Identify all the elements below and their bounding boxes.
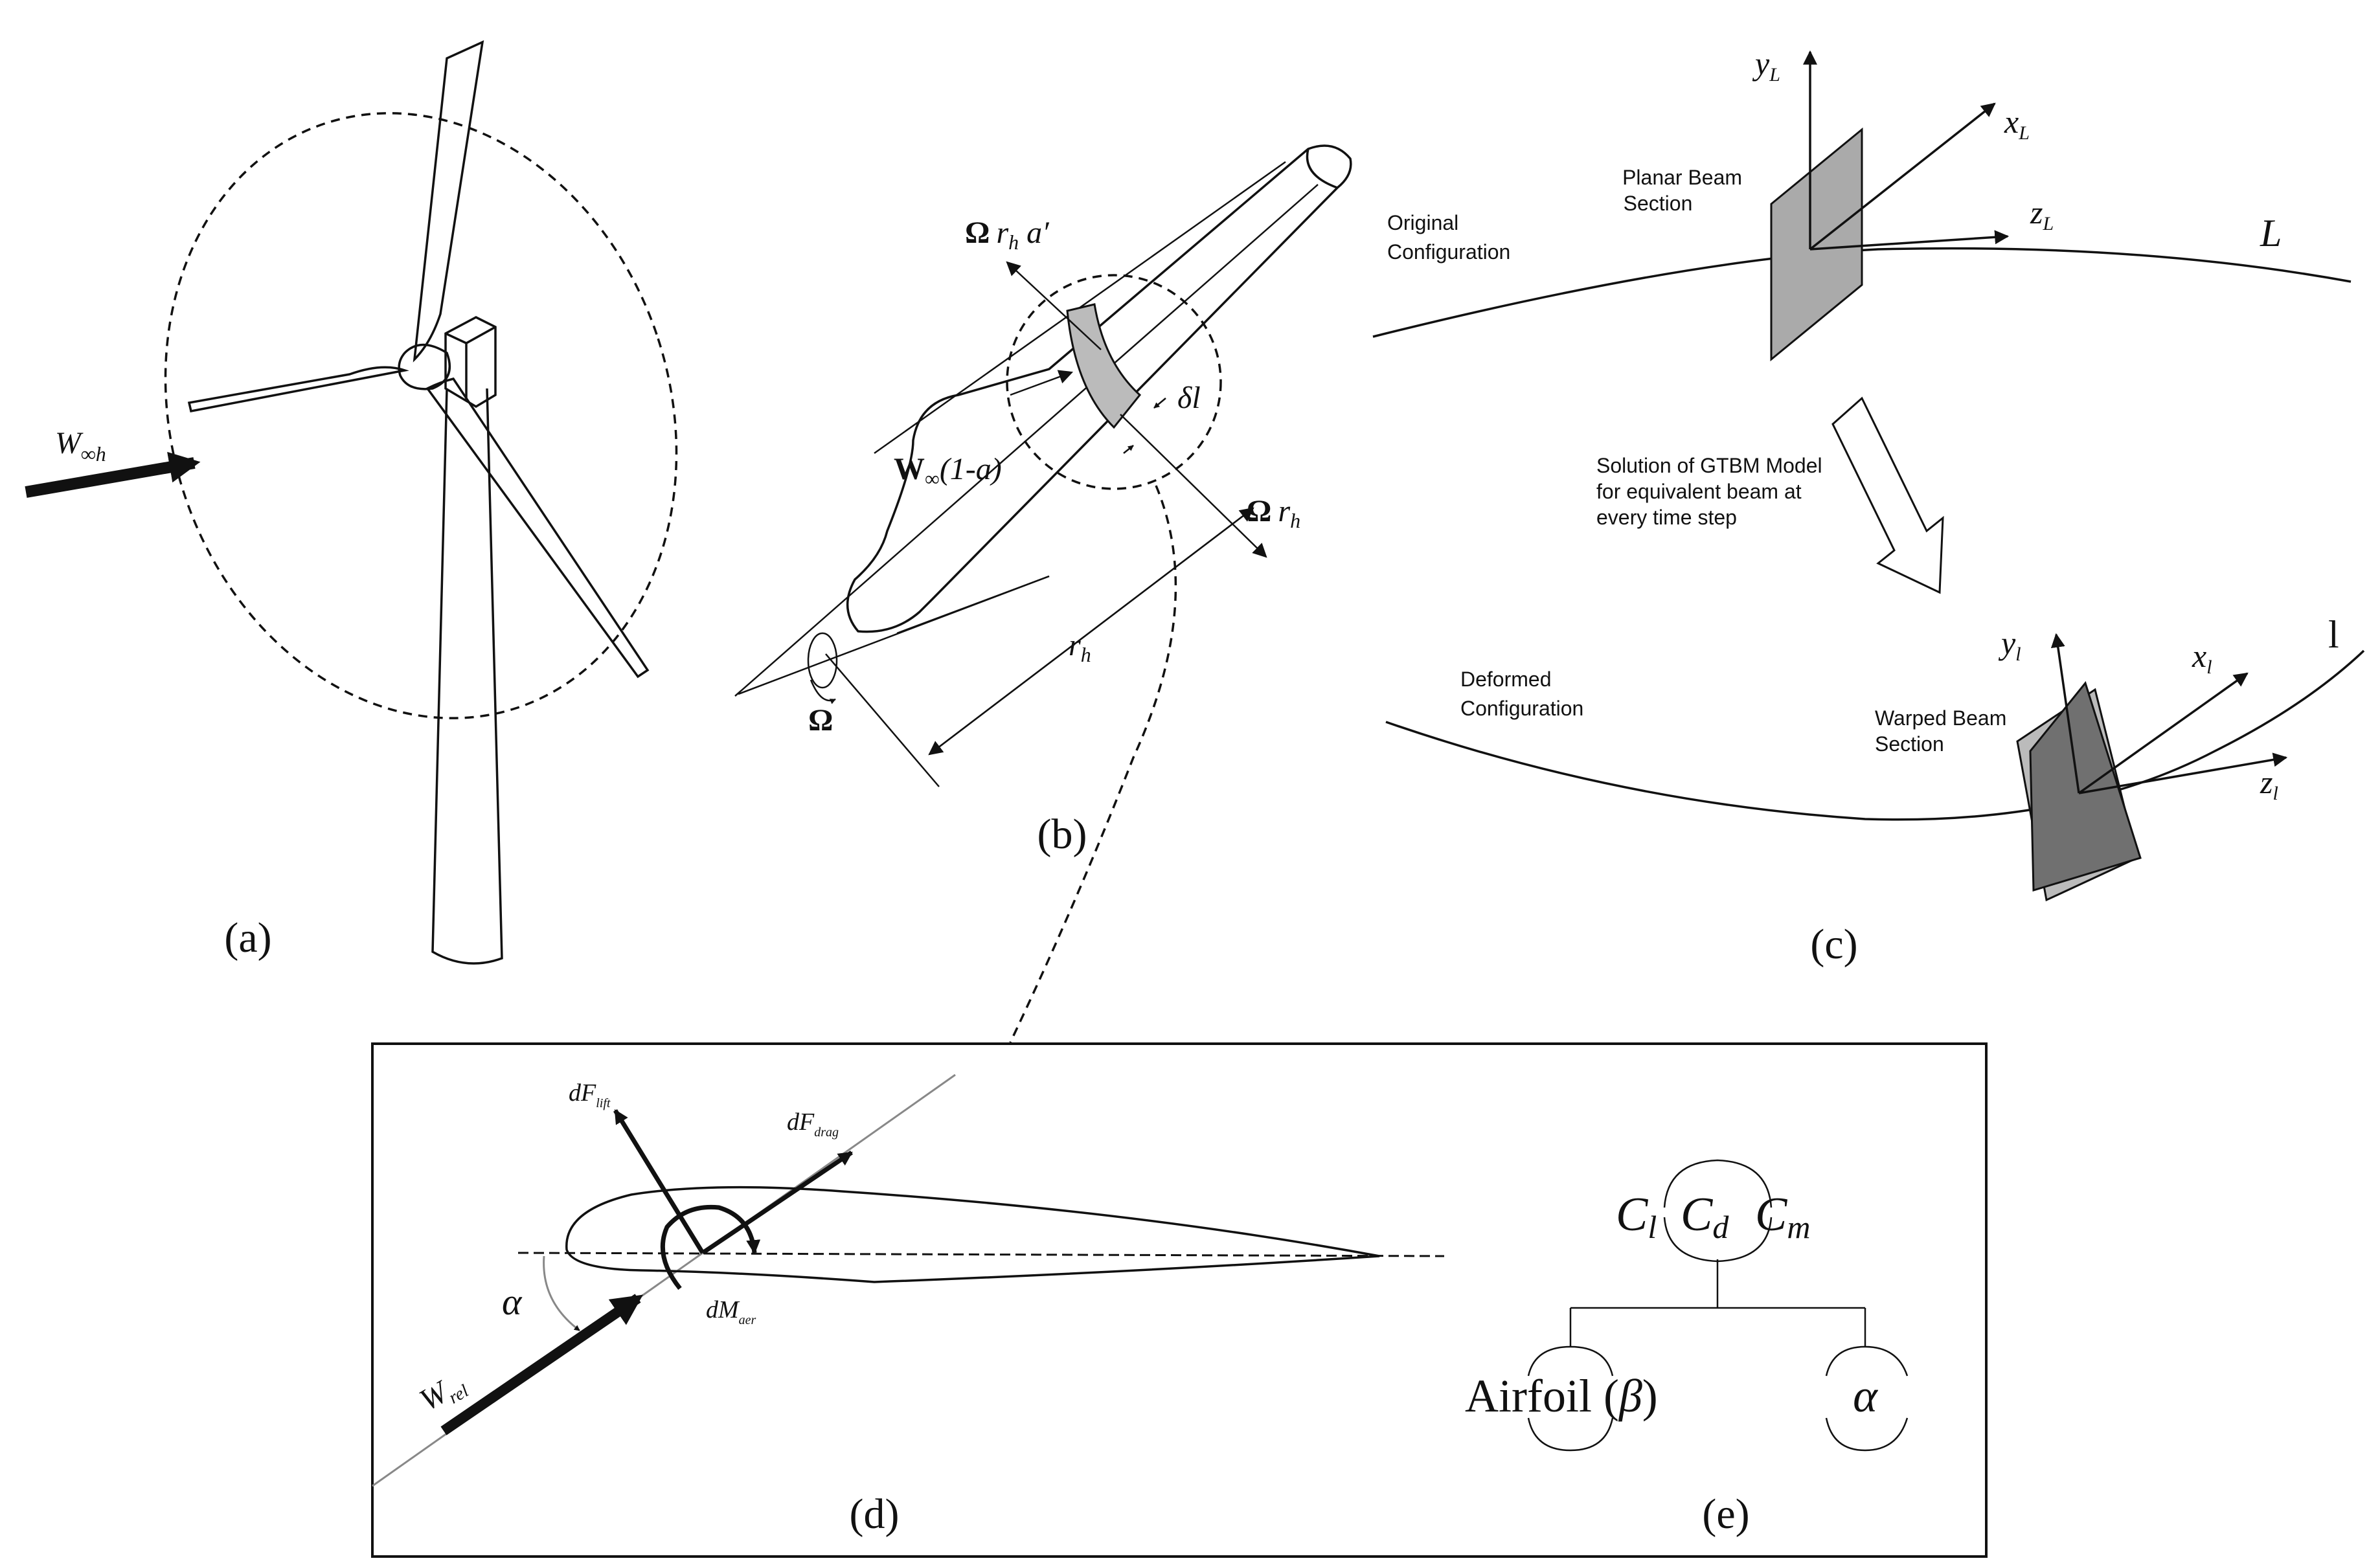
- drag-force-label: dFdrag: [787, 1108, 839, 1140]
- wind-label: W∞h: [55, 426, 106, 466]
- axis-zL-label: zL: [2030, 194, 2054, 234]
- axis-xL-label: xL: [2004, 104, 2030, 144]
- curve-l-label: l: [2328, 613, 2339, 656]
- lift-force-arrow: [613, 1109, 705, 1254]
- zoom-connector: [1009, 485, 1177, 1043]
- blade-upper: [413, 40, 484, 363]
- rotation-axis: [825, 653, 940, 787]
- deformed-curve: [1385, 649, 2365, 821]
- Cd-label: Cd: [1681, 1188, 1729, 1245]
- process-arrow: [1831, 396, 1944, 594]
- axis-zL-arrow: [1809, 230, 2010, 251]
- nacelle: [444, 316, 497, 409]
- airfoil-lower-brace: [1527, 1417, 1614, 1452]
- axis-xl-label: xl: [2192, 638, 2212, 678]
- panel-a-wind-turbine: W∞h (a): [25, 40, 678, 965]
- panel-c-label: (c): [1810, 921, 1857, 968]
- warped-section-label: Warped Beam Section: [1875, 706, 2012, 756]
- tangential-induction-arrow: [1006, 261, 1102, 350]
- pitch-axis: [734, 184, 1319, 697]
- aero-moment-label: dMaer: [706, 1296, 756, 1327]
- rotation-circle: [807, 632, 838, 689]
- original-config-label: Original Configuration: [1387, 211, 1510, 264]
- axis-zl-label: zl: [2260, 764, 2278, 804]
- rotor-disk-outline: [164, 112, 678, 719]
- panel-c-beam-configuration: yL xL zL L Planar Beam Section Original …: [1372, 45, 2365, 968]
- panel-b-label: (b): [1037, 811, 1087, 858]
- alpha-lower-brace: [1825, 1417, 1909, 1452]
- alpha-upper-brace: [1825, 1345, 1909, 1377]
- rh-label: rh: [1069, 628, 1091, 666]
- panel-d-label: (d): [850, 1490, 900, 1538]
- panel-a-label: (a): [224, 914, 271, 961]
- delta-l-label: δl: [1177, 381, 1201, 415]
- panel-e-label: (e): [1702, 1490, 1749, 1538]
- planar-section-label: Planar Beam Section: [1622, 166, 1748, 215]
- Cm-label: Cm: [1755, 1188, 1810, 1245]
- warped-section-front: [2029, 680, 2142, 892]
- omega-label: Ω: [808, 703, 833, 737]
- axis-yl-label: yl: [1998, 625, 2021, 665]
- chord-line: [517, 1252, 1445, 1257]
- wind-arrow: [25, 451, 201, 498]
- blade-tip-cap: [1306, 148, 1338, 189]
- panel-d-airfoil-forces: dFlift dFdrag dMaer α Wrel (d): [372, 1074, 1445, 1538]
- tower: [431, 388, 503, 965]
- Cl-label: Cl: [1616, 1188, 1657, 1245]
- deformed-config-label: Deformed Configuration: [1460, 668, 1583, 720]
- axis-xl-arrow: [2078, 672, 2249, 794]
- blade-lower: [425, 377, 650, 679]
- panel-de-frame: [371, 1042, 1988, 1558]
- axis-zl-arrow: [2078, 752, 2288, 794]
- airfoil-profile: [565, 1186, 1380, 1283]
- axial-wind-arrow: [1010, 370, 1074, 396]
- delta-l-tick-2: [1123, 445, 1134, 454]
- airfoil-upper-brace: [1527, 1345, 1614, 1377]
- axis-yl-arrow: [2050, 633, 2080, 794]
- alpha-input-label: α: [1853, 1370, 1878, 1422]
- drag-force-arrow: [701, 1151, 853, 1255]
- axis-xL-arrow: [1809, 102, 1996, 251]
- alpha-arc: [543, 1255, 580, 1332]
- rotational-velocity-arrow: [1120, 414, 1267, 558]
- rotation-arrow: [810, 679, 836, 704]
- original-curve: [1372, 247, 2352, 338]
- alpha-label: α: [502, 1281, 523, 1323]
- panel-e-coefficient-tree: Cl Cd Cm Airfoil (β) α (e): [1465, 1159, 1909, 1538]
- w-infinity-label: W∞(1-a): [894, 452, 1002, 490]
- curve-L-label: L: [2260, 212, 2282, 254]
- solution-label: Solution of GTBM Model for equivalent be…: [1596, 454, 1828, 529]
- relative-wind-arrow: [440, 1294, 643, 1435]
- hub-line: [738, 575, 1050, 695]
- cd-upper-brace: [1663, 1159, 1773, 1208]
- axis-yL-label: yL: [1752, 45, 1780, 85]
- airfoil-beta-label: Airfoil (β): [1465, 1370, 1658, 1422]
- blade-left: [187, 366, 409, 413]
- lift-force-label: dFlift: [569, 1079, 611, 1110]
- rh-dimension-end: [928, 508, 1254, 756]
- cd-lower-brace: [1663, 1217, 1773, 1263]
- aero-moment-arc: [660, 1204, 761, 1290]
- element-highlight-circle: [1006, 274, 1222, 490]
- delta-l-tick-1: [1153, 398, 1166, 409]
